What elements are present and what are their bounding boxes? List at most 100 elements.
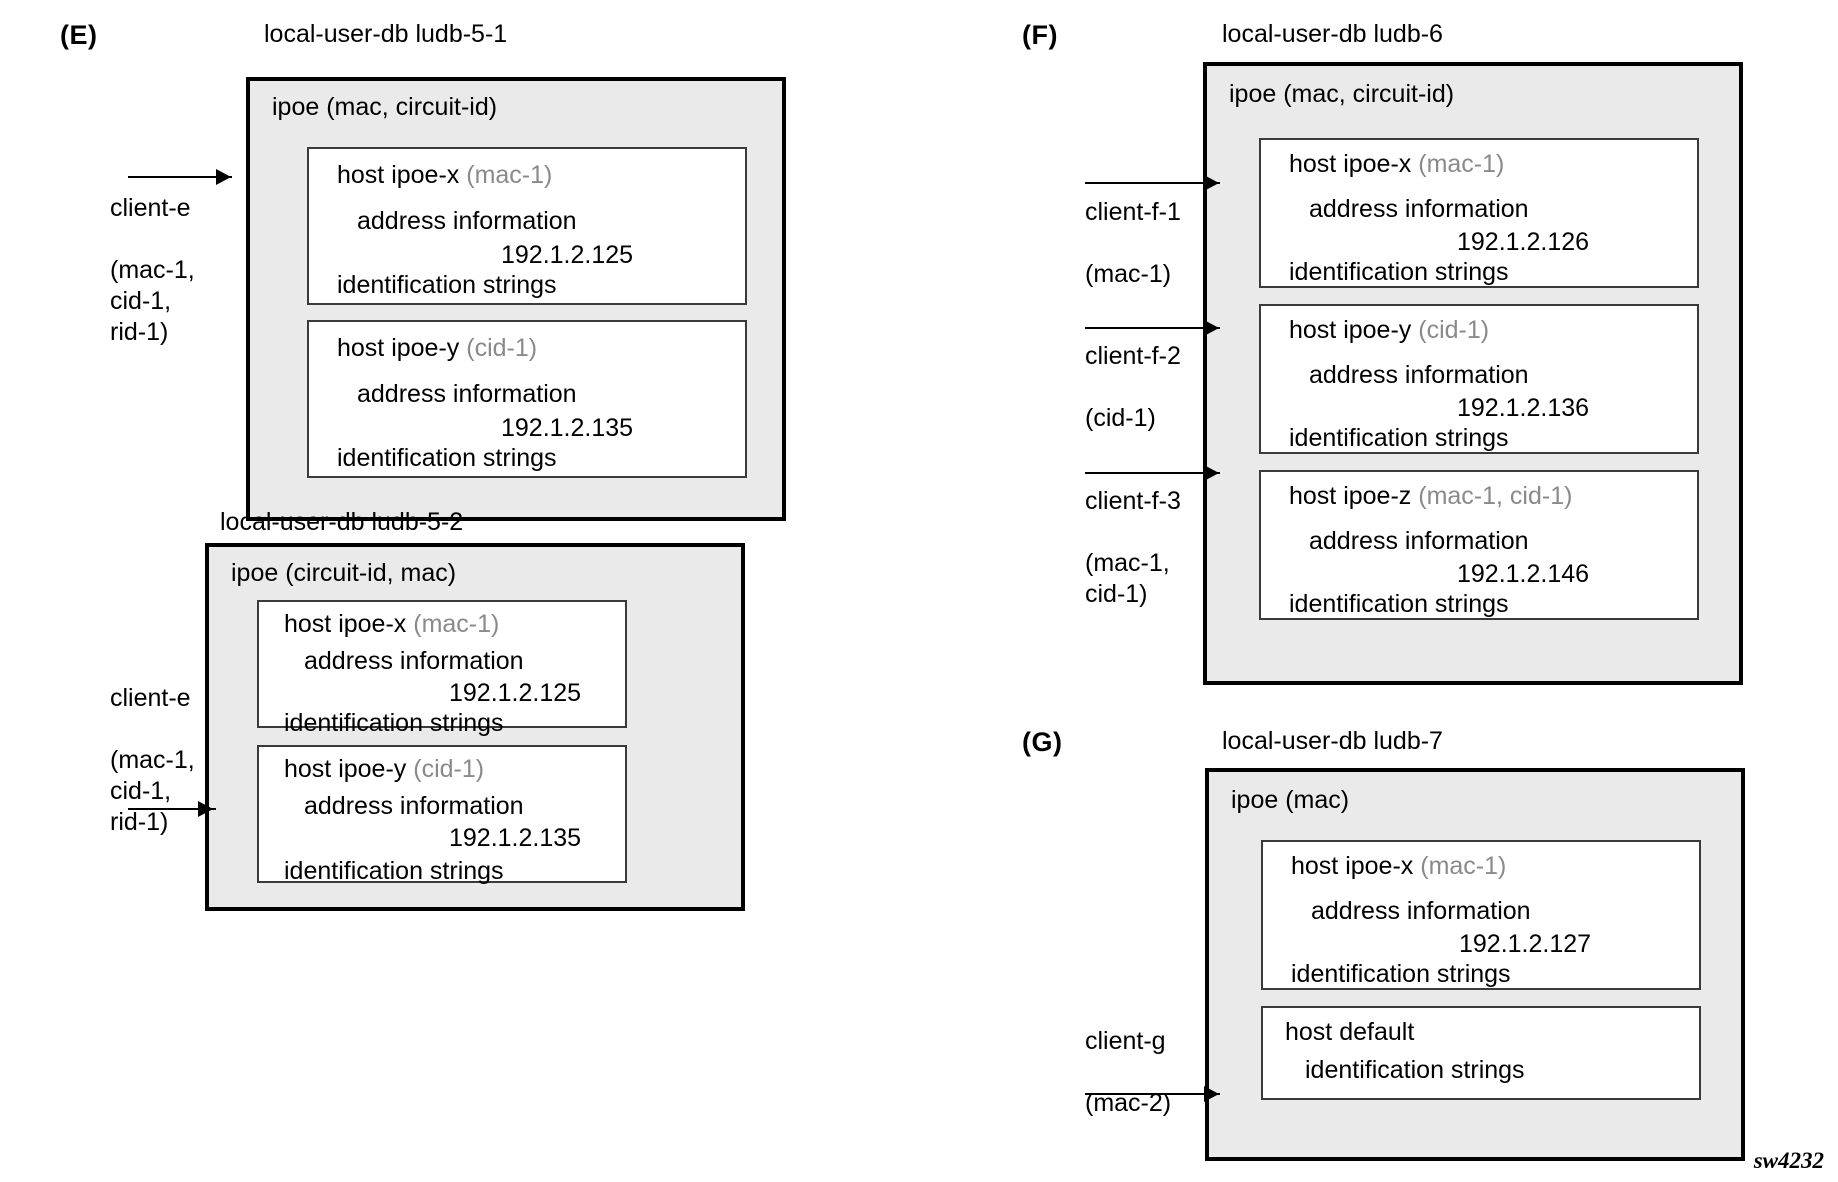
address-information-label: address information	[357, 380, 577, 408]
client-arrow-line	[128, 176, 232, 178]
client-label-client-e-2: client-e (mac-1, cid-1, rid-1)	[110, 683, 195, 900]
host-key: (mac-1, cid-1)	[1418, 482, 1573, 510]
host-name: host ipoe-y	[284, 755, 407, 783]
host-header: host ipoe-x (mac-1)	[1289, 150, 1504, 179]
host-name: host ipoe-x	[284, 610, 407, 638]
host-key: (cid-1)	[466, 334, 538, 362]
address-information-label: address information	[1309, 527, 1529, 555]
host-header: host ipoe-x (mac-1)	[1291, 852, 1506, 881]
client-name: client-f-3	[1085, 487, 1181, 515]
host-header: host default	[1285, 1018, 1414, 1047]
client-arrow-head	[1204, 1086, 1219, 1102]
client-label-client-f-2: client-f-2 (cid-1)	[1085, 341, 1181, 496]
client-arrow-head	[198, 801, 213, 817]
address-information-label: address information	[1309, 361, 1529, 389]
host-box-ipoe-y: host ipoe-y (cid-1) address information …	[1259, 304, 1699, 454]
db-title-ludb-7: local-user-db ludb-7	[1222, 727, 1443, 755]
address-value: 192.1.2.125	[501, 241, 634, 269]
host-box-ipoe-x: host ipoe-x (mac-1) address information …	[1261, 840, 1701, 990]
identification-strings-label: identification strings	[1305, 1056, 1525, 1084]
client-arrow-head	[216, 169, 231, 185]
address-information-label: address information	[1311, 897, 1531, 925]
address-value: 192.1.2.125	[449, 679, 582, 707]
host-name: host ipoe-x	[1289, 150, 1412, 178]
identification-strings-label: identification strings	[1291, 960, 1511, 988]
address-information-label: address information	[1309, 195, 1529, 223]
client-label-client-f-1: client-f-1 (mac-1)	[1085, 197, 1181, 352]
panel-letter-f: (F)	[1022, 20, 1058, 50]
ludb-box-ludb-5-2: ipoe (circuit-id, mac) host ipoe-x (mac-…	[205, 543, 745, 911]
host-box-ipoe-x: host ipoe-x (mac-1) address information …	[1259, 138, 1699, 288]
address-value: 192.1.2.135	[449, 824, 582, 852]
host-box-ipoe-x: host ipoe-x (mac-1) address information …	[307, 147, 747, 305]
client-attrs: (mac-2)	[1085, 1089, 1172, 1117]
client-arrow-line	[1085, 472, 1220, 474]
host-name: host ipoe-y	[337, 334, 460, 362]
ludb-box-ludb-5-1: ipoe (mac, circuit-id) host ipoe-x (mac-…	[246, 77, 786, 521]
panel-letter-e: (E)	[60, 20, 98, 50]
panel-letter-g: (G)	[1022, 727, 1063, 757]
address-information-label: address information	[304, 792, 524, 820]
address-value: 192.1.2.135	[501, 414, 634, 442]
identification-strings-label: identification strings	[284, 857, 504, 885]
host-name: host ipoe-y	[1289, 316, 1412, 344]
client-attrs: (mac-1)	[1085, 260, 1172, 288]
address-value: 192.1.2.127	[1459, 930, 1592, 958]
host-key: (mac-1)	[1420, 852, 1507, 880]
address-value: 192.1.2.146	[1457, 560, 1590, 588]
client-arrow-head	[1204, 175, 1219, 191]
host-header: host ipoe-y (cid-1)	[1289, 316, 1489, 345]
host-key: (mac-1)	[413, 610, 500, 638]
client-arrow-line	[1085, 1093, 1220, 1095]
db-title-ludb-5-1: local-user-db ludb-5-1	[264, 20, 508, 48]
client-arrow-line	[128, 808, 216, 810]
client-name: client-g	[1085, 1027, 1166, 1055]
address-information-label: address information	[357, 207, 577, 235]
host-box-ipoe-y: host ipoe-y (cid-1) address information …	[307, 320, 747, 478]
db-title-ludb-6: local-user-db ludb-6	[1222, 20, 1443, 48]
identification-strings-label: identification strings	[337, 444, 557, 472]
client-name: client-f-2	[1085, 342, 1181, 370]
host-box-ipoe-y: host ipoe-y (cid-1) address information …	[257, 745, 627, 885]
client-arrow-head	[1204, 320, 1219, 336]
ipoe-label-ludb-5-2: ipoe (circuit-id, mac)	[231, 559, 457, 587]
client-arrow-line	[1085, 327, 1220, 329]
host-name: host default	[1285, 1018, 1415, 1046]
figure-id: sw4232	[1753, 1148, 1824, 1173]
client-label-client-e-1: client-e (mac-1, cid-1, rid-1)	[110, 193, 195, 410]
host-box-ipoe-z: host ipoe-z (mac-1, cid-1) address infor…	[1259, 470, 1699, 620]
address-value: 192.1.2.126	[1457, 228, 1590, 256]
host-key: (cid-1)	[413, 755, 485, 783]
client-name: client-e	[110, 194, 191, 222]
host-box-ipoe-x: host ipoe-x (mac-1) address information …	[257, 600, 627, 737]
host-header: host ipoe-y (cid-1)	[284, 755, 484, 784]
host-name: host ipoe-x	[337, 161, 460, 189]
client-label-client-g: client-g (mac-2)	[1085, 1026, 1171, 1181]
identification-strings-label: identification strings	[1289, 258, 1509, 286]
client-arrow-line	[1085, 182, 1220, 184]
ipoe-label-ludb-5-1: ipoe (mac, circuit-id)	[272, 93, 498, 121]
ipoe-label-ludb-6: ipoe (mac, circuit-id)	[1229, 80, 1455, 108]
identification-strings-label: identification strings	[1289, 424, 1509, 452]
client-name: client-e	[110, 684, 191, 712]
host-key: (cid-1)	[1418, 316, 1490, 344]
host-key: (mac-1)	[466, 161, 553, 189]
host-header: host ipoe-z (mac-1, cid-1)	[1289, 482, 1572, 511]
client-attrs: (cid-1)	[1085, 404, 1156, 432]
host-name: host ipoe-z	[1289, 482, 1412, 510]
host-header: host ipoe-x (mac-1)	[337, 161, 552, 190]
identification-strings-label: identification strings	[1289, 590, 1509, 618]
address-information-label: address information	[304, 647, 524, 675]
ipoe-label-ludb-7: ipoe (mac)	[1231, 786, 1350, 814]
host-box-default: host default identification strings	[1261, 1006, 1701, 1100]
host-header: host ipoe-x (mac-1)	[284, 610, 499, 639]
client-attrs: (mac-1, cid-1, rid-1)	[110, 746, 195, 836]
identification-strings-label: identification strings	[337, 271, 557, 299]
client-arrow-head	[1204, 465, 1219, 481]
client-name: client-f-1	[1085, 198, 1181, 226]
ludb-box-ludb-7: ipoe (mac) host ipoe-x (mac-1) address i…	[1205, 768, 1745, 1161]
address-value: 192.1.2.136	[1457, 394, 1590, 422]
host-key: (mac-1)	[1418, 150, 1505, 178]
ludb-box-ludb-6: ipoe (mac, circuit-id) host ipoe-x (mac-…	[1203, 62, 1743, 685]
db-title-ludb-5-2: local-user-db ludb-5-2	[220, 508, 464, 536]
